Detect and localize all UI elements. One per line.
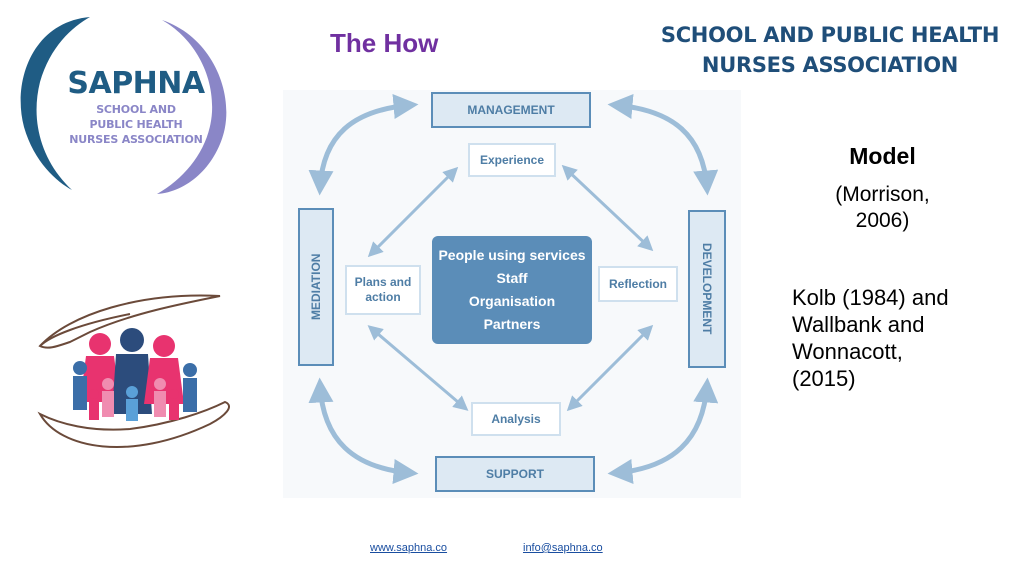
- arrow-experience-plans: [367, 166, 459, 258]
- box-mediation: MEDIATION: [298, 208, 334, 366]
- diagram-arrows: [308, 94, 719, 484]
- arrow-plans-analysis: [367, 325, 469, 411]
- kolb-line-4: (2015): [792, 366, 856, 391]
- model-cite-line-1: (Morrison,: [835, 183, 930, 206]
- logo-sub-line-2: PUBLIC HEALTH: [89, 118, 183, 131]
- box-support: SUPPORT: [435, 456, 595, 492]
- website-link[interactable]: www.saphna.co: [370, 542, 448, 554]
- model-diagram: MANAGEMENT SUPPORT MEDIATION DEVELOPMENT…: [283, 90, 741, 498]
- saphna-logo: SAPHNA SCHOOL AND PUBLIC HEALTH NURSES A…: [12, 12, 237, 197]
- plans-line-2: action: [365, 290, 401, 304]
- logo-text: SAPHNA SCHOOL AND PUBLIC HEALTH NURSES A…: [62, 66, 210, 147]
- box-center-stakeholders: People using services Staff Organisation…: [432, 236, 592, 344]
- model-citation: (Morrison, 2006): [800, 182, 965, 234]
- center-line-1: People using services: [438, 247, 586, 263]
- logo-sub-line-3: NURSES ASSOCIATION: [69, 133, 203, 146]
- arrow-management-mediation: [308, 94, 419, 196]
- slide-title: The How: [330, 28, 439, 58]
- box-management: MANAGEMENT: [431, 92, 591, 128]
- org-heading: SCHOOL AND PUBLIC HEALTH NURSES ASSOCIAT…: [640, 20, 1020, 80]
- arrow-mediation-support: [308, 377, 419, 484]
- center-line-4: Partners: [483, 316, 541, 332]
- family-hands-illustration: [10, 284, 256, 470]
- arrow-management-development: [607, 94, 719, 196]
- kolb-line-2: Wallbank and: [792, 312, 925, 337]
- box-experience: Experience: [468, 143, 556, 177]
- logo-swoosh-icon: [20, 17, 227, 194]
- family-in-hands-icon: [37, 294, 230, 448]
- box-analysis: Analysis: [471, 402, 561, 436]
- plans-line-1: Plans and: [354, 275, 412, 289]
- model-cite-line-2: 2006): [855, 209, 910, 232]
- org-heading-line-1: SCHOOL AND PUBLIC HEALTH: [660, 23, 1000, 47]
- center-line-2: Staff: [496, 270, 528, 286]
- model-label: Model: [849, 143, 916, 169]
- kolb-citation: Kolb (1984) and Wallbank and Wonnacott, …: [792, 284, 1012, 392]
- logo-name: SAPHNA: [67, 66, 205, 101]
- kolb-line-3: Wonnacott,: [792, 339, 903, 364]
- box-reflection: Reflection: [598, 266, 678, 302]
- org-heading-line-2: NURSES ASSOCIATION: [701, 53, 959, 77]
- email-link[interactable]: info@saphna.co: [523, 542, 603, 554]
- arrow-development-support: [607, 377, 719, 484]
- kolb-line-1: Kolb (1984) and: [792, 285, 949, 310]
- box-plans-and-action: Plans and action: [345, 265, 421, 315]
- arrow-experience-reflection: [561, 164, 654, 252]
- center-line-3: Organisation: [468, 293, 556, 309]
- logo-sub-line-1: SCHOOL AND: [96, 103, 176, 116]
- box-development: DEVELOPMENT: [688, 210, 726, 368]
- arrow-reflection-analysis: [566, 324, 654, 412]
